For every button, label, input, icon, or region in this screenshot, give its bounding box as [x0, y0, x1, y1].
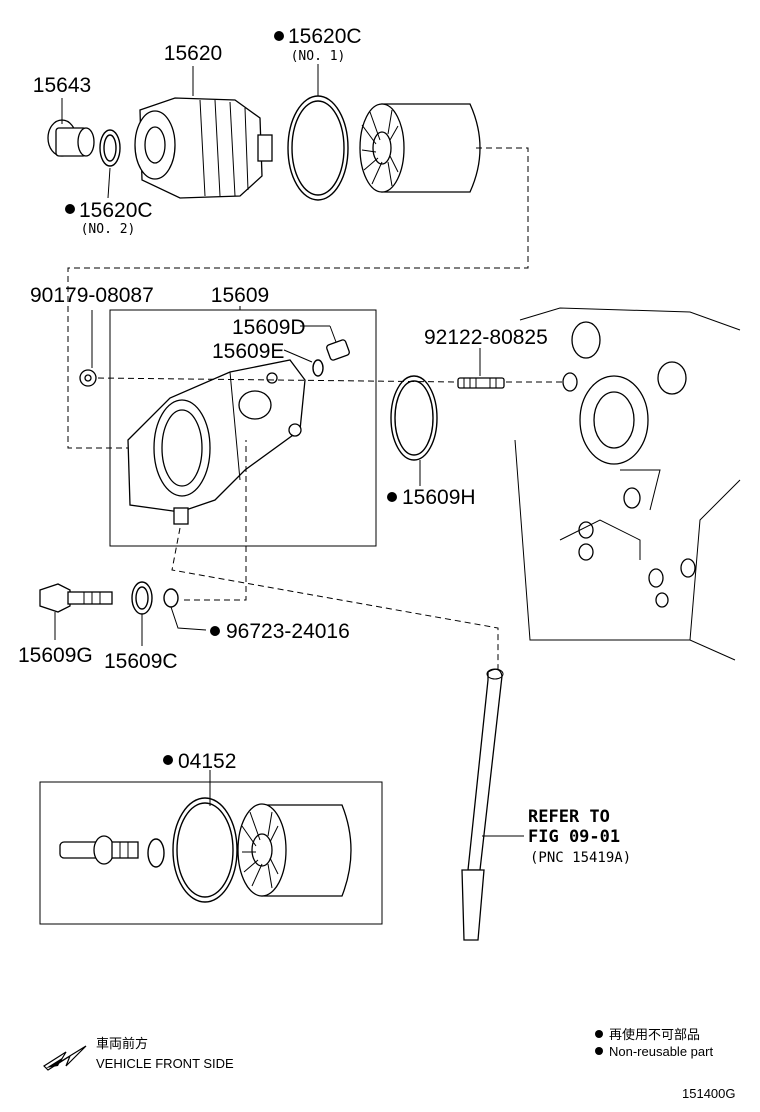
- non-reusable-dot-15620c-no2: [65, 204, 75, 214]
- stud-92122-80825: [457, 377, 505, 389]
- filter-kit-o-ring: [172, 797, 238, 903]
- gasket-15609c: [131, 581, 153, 615]
- label-15609e: 15609E: [212, 340, 284, 363]
- non-reusable-dot-15609h: [387, 492, 397, 502]
- non-reusable-dot-96723: [210, 626, 220, 636]
- label-15620c-no2-sub: (NO. 2): [81, 222, 136, 237]
- legend-en: Non-reusable part: [609, 1044, 713, 1059]
- label-15609g: 15609G: [18, 644, 93, 667]
- oil-filter-housing-15609: [127, 359, 306, 525]
- drain-plug-15643: [47, 119, 95, 157]
- legend-jp: 再使用不可部品: [609, 1027, 700, 1042]
- refer-line-2: FIG 09-01: [528, 827, 620, 847]
- filter-element-top: [359, 103, 481, 193]
- label-92122-80825: 92122-80825: [424, 326, 548, 349]
- bolt-90179-08087: [79, 369, 97, 387]
- non-reusable-dot-04152: [163, 755, 173, 765]
- oil-level-gauge-pipe: [461, 668, 504, 941]
- front-direction-arrow-icon: [43, 1045, 87, 1071]
- label-15620: 15620: [164, 42, 222, 65]
- direction-jp: 車両前方: [96, 1036, 148, 1051]
- housing-assembly-box: [109, 309, 377, 547]
- label-15609: 15609: [211, 284, 269, 307]
- gasket-96723-24016: [163, 588, 179, 608]
- legend-dot-jp: [595, 1030, 603, 1038]
- label-04152: 04152: [178, 750, 236, 773]
- o-ring-15609h: [390, 375, 438, 461]
- filter-kit-gasket: [147, 838, 165, 868]
- label-15620c-no1-sub: (NO. 1): [291, 49, 346, 64]
- plug-15609d: [326, 339, 350, 361]
- o-ring-15620c-no1: [287, 95, 349, 201]
- refer-line-1: REFER TO: [528, 807, 610, 827]
- label-15620c-no1: 15620C: [288, 25, 362, 48]
- engine-block: [514, 307, 741, 661]
- label-15609c: 15609C: [104, 650, 178, 673]
- non-reusable-dot-15620c-no1: [274, 31, 284, 41]
- filter-kit-bolt: [59, 835, 139, 865]
- figure-code: 151400G: [682, 1086, 736, 1101]
- filter-kit-element: [237, 803, 352, 897]
- gasket-15609e: [312, 359, 324, 377]
- legend-dot-en: [595, 1047, 603, 1055]
- bolt-15609g: [39, 583, 113, 613]
- label-96723-24016: 96723-24016: [226, 620, 350, 643]
- label-15609d: 15609D: [232, 316, 306, 339]
- label-15620c-no2: 15620C: [79, 199, 153, 222]
- direction-en: VEHICLE FRONT SIDE: [96, 1056, 234, 1071]
- refer-line-3: (PNC 15419A): [530, 850, 631, 866]
- filter-cap-15620: [134, 97, 273, 199]
- gasket-15620c-no2: [99, 129, 121, 167]
- label-15609h: 15609H: [402, 486, 476, 509]
- filter-kit-box: [39, 781, 383, 925]
- label-90179-08087: 90179-08087: [30, 284, 154, 307]
- label-15643: 15643: [33, 74, 91, 97]
